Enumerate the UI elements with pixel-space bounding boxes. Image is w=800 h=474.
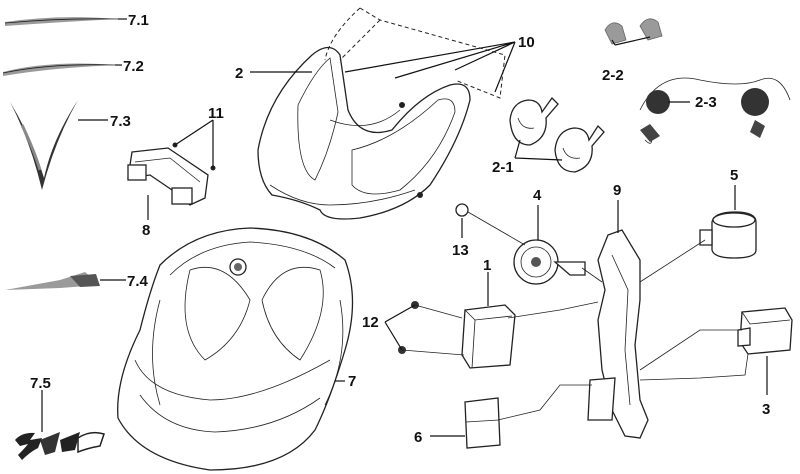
label-7-4: 7.4 [127,273,149,290]
cap-part-13 [455,203,469,217]
bracket-part-8 [127,147,209,206]
label-2: 2 [235,65,243,82]
windscreen-outline [324,7,506,99]
connector-part-6 [464,397,501,449]
part-labels: 7.1 7.2 7.3 7.4 7.5 2 10 11 8 2-2 2-3 2-… [30,12,770,446]
connection-lines [401,211,749,421]
label-2-2: 2-2 [602,67,624,84]
label-7-3: 7.3 [110,113,131,130]
wedge-bulb-part-2-2b [639,18,663,41]
label-7-5: 7.5 [30,375,51,392]
label-9: 9 [613,182,621,199]
label-4: 4 [533,187,542,204]
bulb-part-2-1b [554,124,605,173]
decal-7-2 [2,63,116,76]
leader-lines [41,18,768,437]
decal-7-3 [10,100,78,190]
regulator-part-3 [737,307,793,355]
label-3: 3 [762,401,770,418]
label-6: 6 [414,429,422,446]
decal-7-1 [4,17,119,26]
headlight-cowl-part-2 [257,46,471,220]
front-panel-part-7 [117,227,354,471]
horn-part-4 [513,239,586,285]
label-7-1: 7.1 [128,12,149,29]
unit-part-1 [461,304,516,369]
label-11: 11 [208,105,224,122]
decal-7-4 [5,272,100,290]
decal-7-5-logo [15,431,105,460]
label-13: 13 [452,242,469,259]
label-2-1: 2-1 [492,159,514,176]
label-2-3: 2-3 [695,94,717,111]
socket-harness-part-2-3 [639,77,791,144]
wedge-bulb-part-2-2a [604,22,627,45]
label-7: 7 [348,373,356,390]
label-12: 12 [362,314,379,331]
label-7-2: 7.2 [123,58,144,75]
label-5: 5 [730,167,738,184]
relay-part-5 [699,211,757,259]
frame-bracket-part-9 [587,229,649,439]
label-8: 8 [142,222,150,239]
label-1: 1 [483,257,491,274]
bulb-part-2-1a [509,96,559,146]
label-10: 10 [518,34,535,51]
